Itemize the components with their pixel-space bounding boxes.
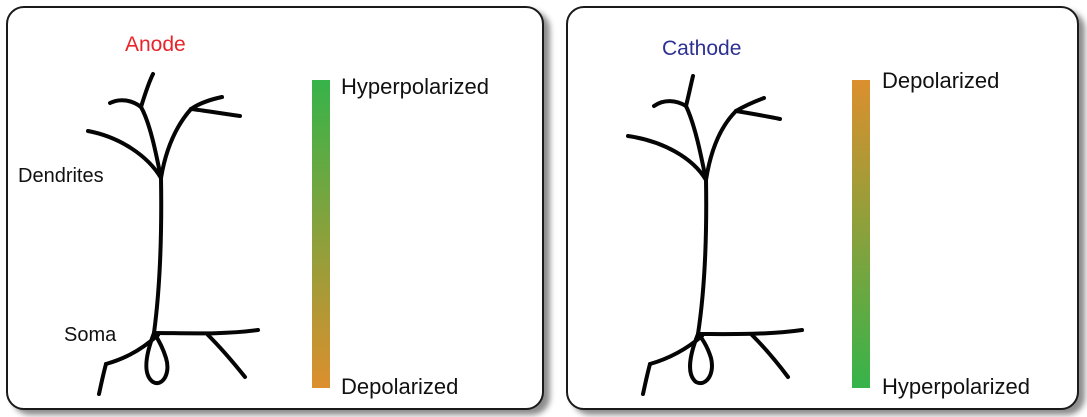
neuron-illustration [8, 8, 308, 412]
basal-branch [99, 364, 106, 394]
dendrite-branch [736, 98, 764, 111]
dendrite-branch [141, 74, 153, 107]
basal-branch [208, 335, 245, 377]
soma-label: Soma [64, 325, 116, 345]
dendrite-branch [706, 111, 736, 180]
cathode-panel: Cathode Depolarized Hyperpolarized [566, 6, 1079, 410]
scale-bottom-label: Depolarized [341, 376, 458, 398]
axon [154, 178, 161, 333]
axon [698, 180, 706, 334]
dendrite-branch [161, 109, 191, 178]
dendrite-branch [191, 109, 240, 116]
dendrite-branch [736, 111, 780, 119]
anode-panel: Anode Dendrites Soma Hyperpolarized Depo… [6, 6, 544, 410]
scale-top-label: Depolarized [882, 70, 999, 92]
dendrite-branch [110, 100, 141, 107]
dendrite-branch [686, 76, 693, 106]
neuron-illustration [568, 8, 868, 412]
dendrites-label: Dendrites [18, 166, 104, 186]
polarization-gradient-bar [312, 80, 330, 388]
dendrite-branch [654, 101, 686, 106]
basal-branch [643, 364, 650, 394]
dendrite-branch [191, 97, 222, 109]
basal-branch [698, 330, 802, 334]
scale-top-label: Hyperpolarized [341, 76, 489, 98]
scale-bottom-label: Hyperpolarized [882, 376, 1030, 398]
basal-branch [154, 330, 258, 333]
dendrite-branch [628, 136, 706, 180]
polarization-gradient-bar [852, 80, 870, 388]
basal-branch [752, 335, 788, 377]
